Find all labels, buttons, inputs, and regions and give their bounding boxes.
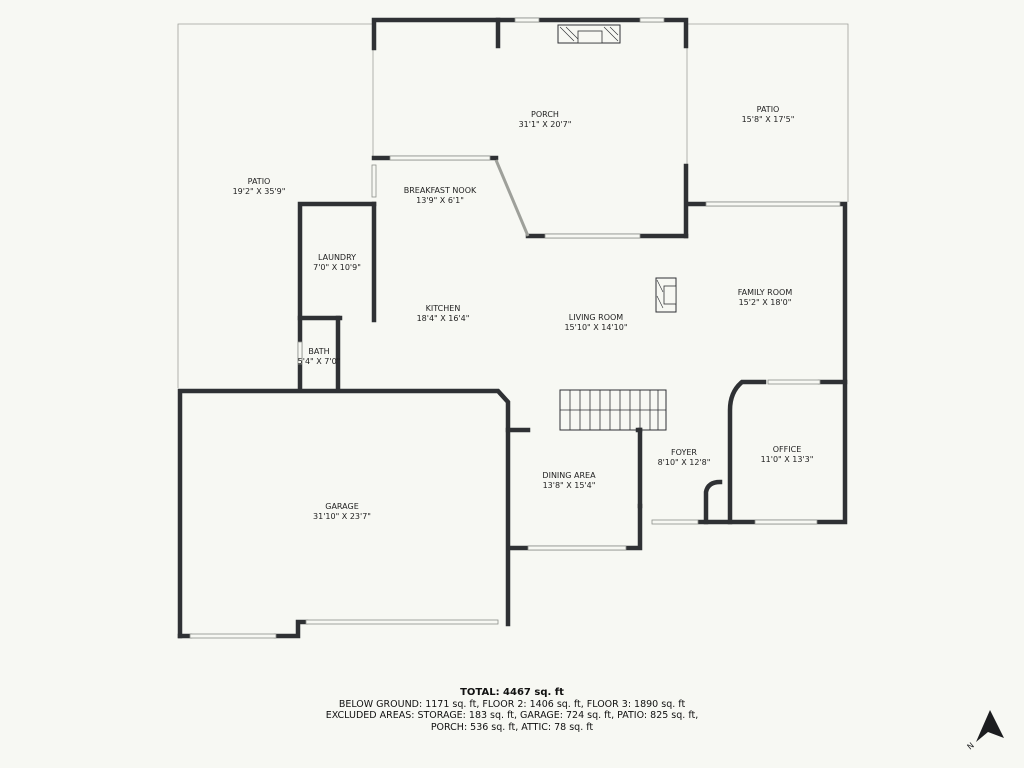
svg-text:31'10" X 23'7": 31'10" X 23'7" bbox=[313, 512, 371, 521]
room-label-living-room: LIVING ROOM 15'10" X 14'10" bbox=[564, 313, 627, 332]
svg-text:PORCH: PORCH bbox=[531, 110, 559, 119]
svg-text:PATIO: PATIO bbox=[248, 177, 271, 186]
area-breakdown-line-3: PORCH: 536 sq. ft, ATTIC: 78 sq. ft bbox=[430, 721, 594, 733]
total-area: TOTAL: 4467 sq. ft bbox=[460, 687, 564, 698]
svg-text:19'2" X 35'9": 19'2" X 35'9" bbox=[233, 187, 286, 196]
svg-text:15'8" X 17'5": 15'8" X 17'5" bbox=[742, 115, 795, 124]
svg-text:KITCHEN: KITCHEN bbox=[426, 304, 461, 313]
room-label-porch: PORCH 31'1" X 20'7" bbox=[519, 110, 572, 129]
nook-bay bbox=[494, 159, 530, 237]
windows bbox=[189, 17, 841, 639]
svg-text:15'10" X 14'10": 15'10" X 14'10" bbox=[564, 323, 627, 332]
room-label-family-room: FAMILY ROOM 15'2" X 18'0" bbox=[738, 288, 793, 307]
room-label-patio-right: PATIO 15'8" X 17'5" bbox=[742, 105, 795, 124]
north-arrow-icon: N bbox=[966, 710, 1004, 752]
walls bbox=[177, 17, 848, 639]
room-label-bath: BATH 5'4" X 7'0" bbox=[298, 347, 341, 366]
svg-text:LAUNDRY: LAUNDRY bbox=[318, 253, 356, 262]
room-label-laundry: LAUNDRY 7'0" X 10'9" bbox=[313, 253, 361, 272]
svg-text:GARAGE: GARAGE bbox=[325, 502, 359, 511]
room-label-garage: GARAGE 31'10" X 23'7" bbox=[313, 502, 371, 521]
svg-text:BATH: BATH bbox=[308, 347, 329, 356]
svg-text:13'8" X 15'4": 13'8" X 15'4" bbox=[543, 481, 596, 490]
svg-text:8'10" X 12'8": 8'10" X 12'8" bbox=[658, 458, 711, 467]
svg-text:15'2" X 18'0": 15'2" X 18'0" bbox=[739, 298, 792, 307]
fireplace-porch bbox=[557, 24, 621, 44]
area-breakdown-line-1: BELOW GROUND: 1171 sq. ft, FLOOR 2: 1406… bbox=[338, 698, 686, 710]
room-label-kitchen: KITCHEN 18'4" X 16'4" bbox=[417, 304, 470, 323]
svg-text:13'9" X 6'1": 13'9" X 6'1" bbox=[416, 196, 464, 205]
svg-text:FOYER: FOYER bbox=[671, 448, 697, 457]
svg-text:BREAKFAST NOOK: BREAKFAST NOOK bbox=[404, 186, 477, 195]
svg-text:31'1" X 20'7": 31'1" X 20'7" bbox=[519, 120, 572, 129]
svg-text:7'0" X 10'9": 7'0" X 10'9" bbox=[313, 263, 361, 272]
room-label-dining-area: DINING AREA 13'8" X 15'4" bbox=[542, 471, 596, 490]
svg-text:DINING AREA: DINING AREA bbox=[542, 471, 596, 480]
room-label-patio-left: PATIO 19'2" X 35'9" bbox=[233, 177, 286, 196]
area-breakdown-line-2: EXCLUDED AREAS: STORAGE: 183 sq. ft, GAR… bbox=[325, 710, 699, 721]
svg-text:LIVING ROOM: LIVING ROOM bbox=[569, 313, 624, 322]
svg-text:PATIO: PATIO bbox=[757, 105, 780, 114]
fireplace-living bbox=[655, 277, 677, 313]
room-label-foyer: FOYER 8'10" X 12'8" bbox=[658, 448, 711, 467]
svg-text:18'4" X 16'4": 18'4" X 16'4" bbox=[417, 314, 470, 323]
stairs bbox=[559, 389, 667, 431]
north-label: N bbox=[966, 741, 976, 752]
svg-text:5'4" X 7'0": 5'4" X 7'0" bbox=[298, 357, 341, 366]
room-label-office: OFFICE 11'0" X 13'3" bbox=[761, 445, 814, 464]
svg-text:11'0" X 13'3": 11'0" X 13'3" bbox=[761, 455, 814, 464]
svg-text:OFFICE: OFFICE bbox=[773, 445, 802, 454]
room-label-breakfast-nook: BREAKFAST NOOK 13'9" X 6'1" bbox=[404, 186, 477, 205]
svg-text:FAMILY ROOM: FAMILY ROOM bbox=[738, 288, 793, 297]
area-summary: TOTAL: 4467 sq. ft BELOW GROUND: 1171 sq… bbox=[0, 687, 1024, 733]
